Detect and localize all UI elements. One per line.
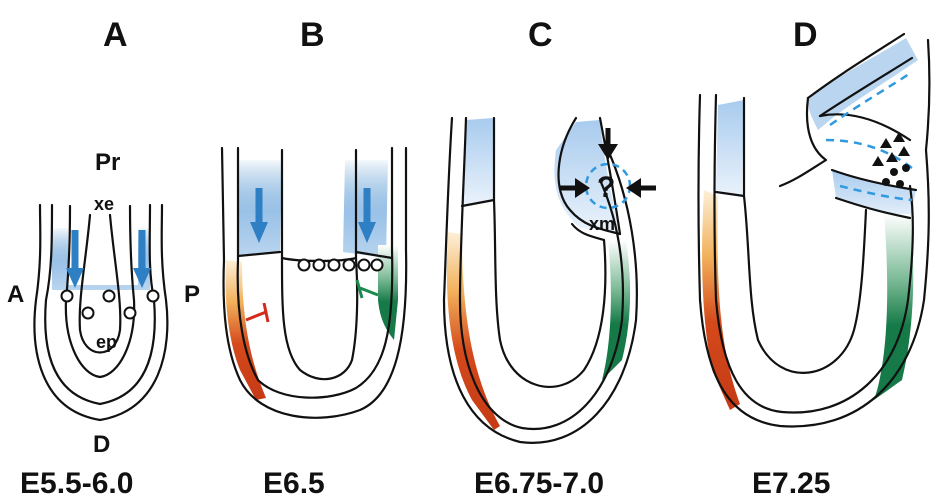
stage-label-d: E7.25 — [752, 467, 830, 497]
dot-cell-icon — [902, 164, 910, 172]
triangle-cell-icon — [880, 138, 892, 148]
extraembryonic-fill-left — [462, 118, 494, 205]
posterior-label: P — [184, 281, 200, 308]
circle-cell-icon — [62, 291, 73, 302]
dot-cell-icon — [882, 178, 890, 186]
proximal-label: Pr — [95, 149, 120, 176]
circle-cell-icon — [83, 308, 94, 319]
t-bar-inhibition-icon — [246, 303, 268, 322]
circle-cell-icon — [314, 260, 325, 271]
panel-letter-b: B — [300, 16, 325, 54]
triangle-cell-icon — [893, 132, 905, 142]
triangle-cell-icon — [898, 146, 910, 156]
dot-cell-icon — [890, 168, 898, 176]
circle-cell-icon — [329, 260, 340, 271]
panel-c: C ? x — [444, 16, 656, 497]
circle-cell-icon — [125, 308, 136, 319]
extraembryonic-fill-left — [716, 100, 744, 196]
unknown-mark: ? — [597, 171, 615, 204]
triangle-cell-icon — [872, 156, 884, 166]
panel-letter-d: D — [793, 16, 818, 54]
circle-cell-icon — [104, 291, 115, 302]
anterior-label: A — [7, 281, 24, 308]
panel-b: B — [222, 16, 406, 497]
circle-cell-icon — [148, 291, 159, 302]
circle-cell-icon — [359, 260, 370, 271]
panel-letter-a: A — [103, 16, 128, 54]
stage-label-a: E5.5-6.0 — [20, 467, 133, 497]
stage-label-c: E6.75-7.0 — [474, 467, 604, 497]
dot-cell-icon — [896, 180, 904, 188]
xe-label: xe — [94, 194, 114, 214]
xm-label: xm — [589, 214, 615, 234]
panel-a: A Pr xe A P ep D E5.5-6.0 — [7, 16, 200, 497]
panel-d: D E7.2 — [699, 16, 930, 497]
circle-cell-icon — [299, 260, 310, 271]
distal-label: D — [93, 431, 110, 458]
anterior-visceral-endoderm — [226, 260, 266, 400]
mesoderm-dashes — [826, 140, 912, 168]
panel-letter-c: C — [528, 16, 553, 54]
epiblast-outline — [744, 98, 866, 373]
circle-cell-icon — [344, 260, 355, 271]
circle-cell-icon — [372, 260, 383, 271]
t-bar-inhibition-icon — [357, 280, 378, 298]
stage-label-b: E6.5 — [263, 467, 325, 497]
anterior-visceral-endoderm — [447, 232, 500, 430]
ep-label: ep — [96, 332, 117, 352]
exocoelom-boundary — [820, 114, 910, 140]
